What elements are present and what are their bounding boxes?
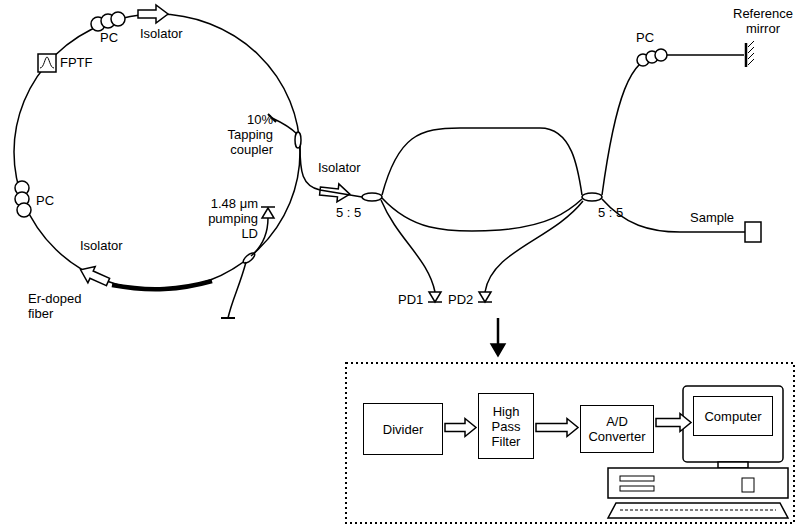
part-label: PC <box>36 193 54 208</box>
interferometer-arm <box>382 198 582 231</box>
part-label: PD1 <box>398 292 423 307</box>
photodiode <box>428 292 442 302</box>
part-label: 5 : 5 <box>598 205 623 220</box>
block-arrow <box>445 419 476 437</box>
part-label: PD2 <box>448 292 473 307</box>
photodiode <box>478 292 492 302</box>
box-text: Divider <box>379 418 427 441</box>
box-text: Computer <box>700 405 765 428</box>
reference-fiber <box>602 55 744 195</box>
sample-fiber <box>602 199 745 232</box>
part-label: Isolator <box>80 238 123 253</box>
part-label: Isolator <box>318 160 361 175</box>
part-label: Er-doped fiber <box>28 291 90 321</box>
block-arrow <box>656 414 691 432</box>
flow-arrowhead <box>491 344 505 356</box>
part-label: FPTF <box>60 55 93 70</box>
fiber-ring <box>14 14 300 290</box>
polarization-controller <box>637 49 667 66</box>
output-fiber <box>300 146 362 197</box>
fiber-coupler <box>582 193 602 201</box>
part-label: 5 : 5 <box>336 205 361 220</box>
fiber-terminator <box>221 317 235 319</box>
er-doped-fiber <box>112 281 212 289</box>
reference-mirror <box>746 41 754 67</box>
isolator-arrow <box>77 262 112 291</box>
part-label: Reference mirror <box>730 6 796 36</box>
sample-block <box>745 222 761 242</box>
laser-diode <box>261 207 275 218</box>
polarization-controller <box>15 181 31 217</box>
part-label: Isolator <box>140 26 183 41</box>
computer-screen: Computer <box>693 396 773 436</box>
flow-arrow <box>497 318 500 346</box>
part-label: 10% Tapping coupler <box>213 112 273 157</box>
process-box: Divider <box>363 403 443 455</box>
fiber-tail <box>228 262 246 318</box>
block-arrow <box>536 419 578 437</box>
isolator-arrow <box>138 5 168 23</box>
tapping-coupler <box>295 132 301 148</box>
interferometer-arm <box>382 128 582 195</box>
fiber-coupler <box>362 193 382 201</box>
fabry-perot-filter <box>38 54 56 72</box>
electronics-box <box>346 363 794 523</box>
detector-fiber <box>485 201 583 292</box>
part-label: PC <box>100 30 118 45</box>
part-label: PC <box>636 30 654 45</box>
process-box: A/D Converter <box>580 405 654 453</box>
box-text: A/D Converter <box>581 410 653 448</box>
part-label: Sample <box>690 210 734 225</box>
process-box: High Pass Filter <box>478 393 534 459</box>
polarization-controller <box>91 12 125 31</box>
box-text: High Pass Filter <box>479 400 533 453</box>
part-label: 1.48 μm pumping LD <box>194 196 258 241</box>
detector-fiber <box>381 200 435 292</box>
